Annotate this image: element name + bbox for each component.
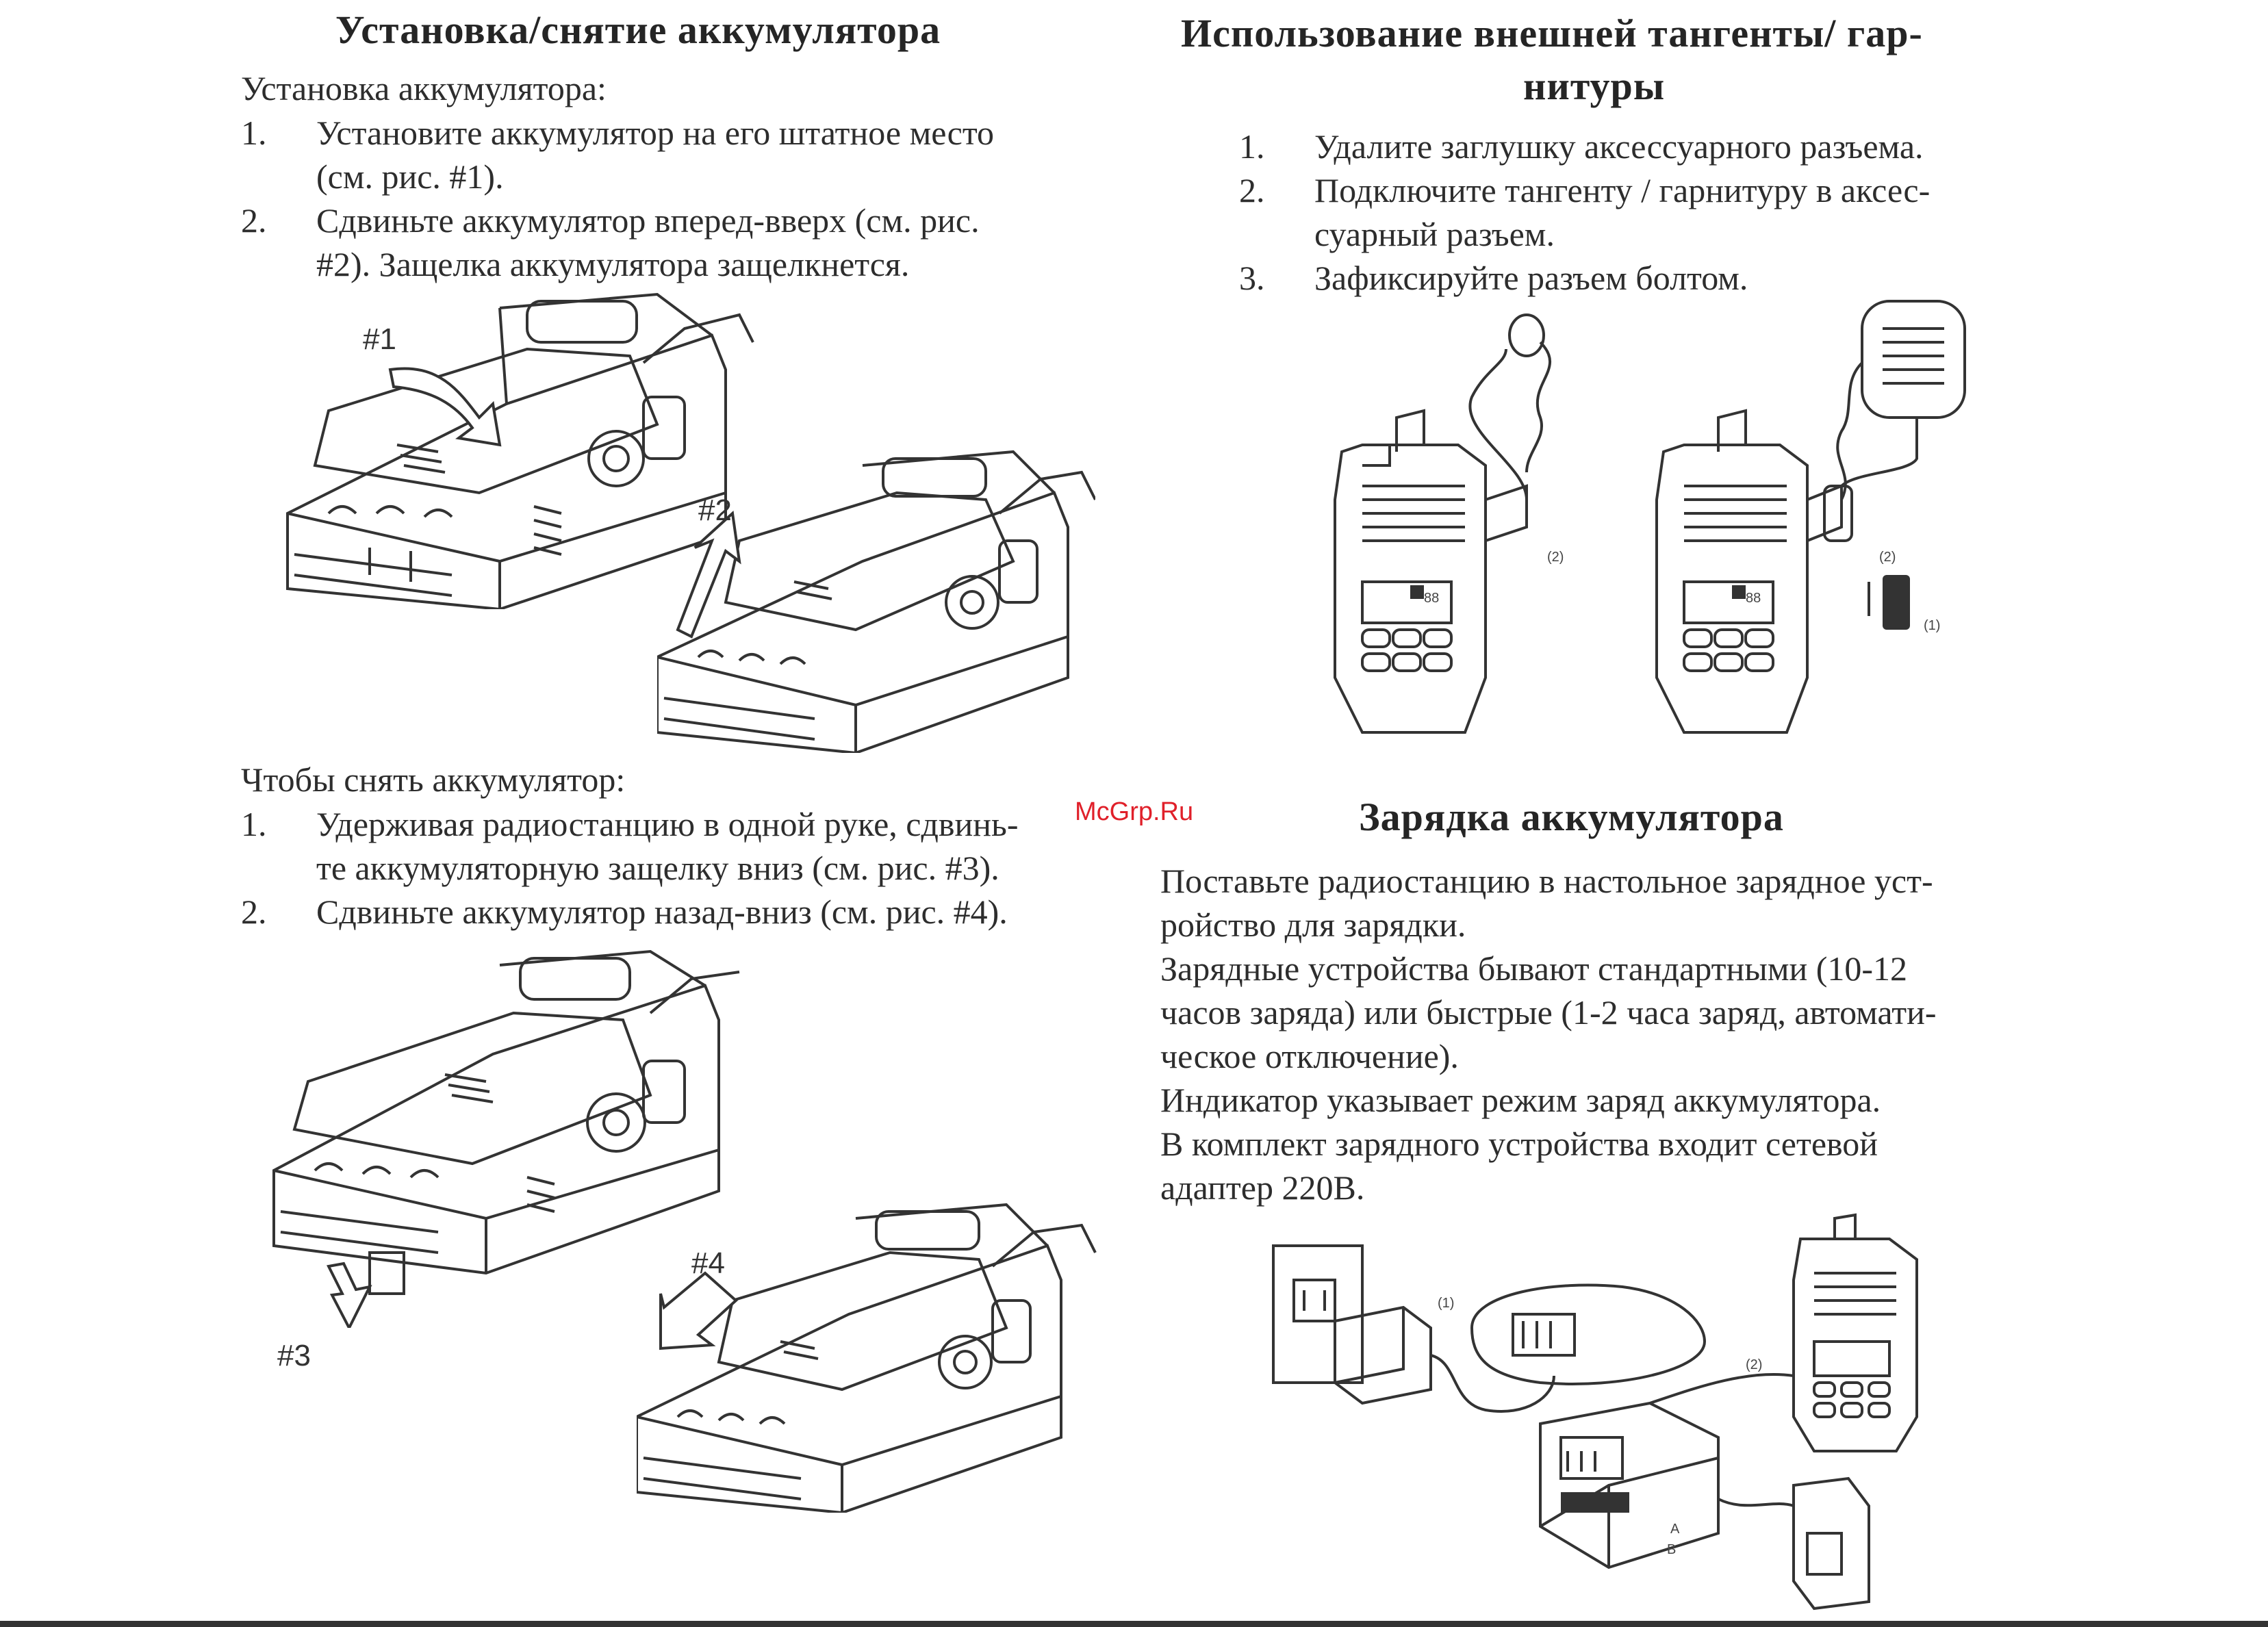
svg-text:B: B [1667,1542,1676,1557]
paragraph-line: адаптер 220В. [1160,1168,1365,1207]
paragraph-line: ройство для зарядки. [1160,906,1466,944]
radio-battery-figure-1 [286,292,754,609]
svg-text:88: 88 [1424,591,1439,606]
paragraph-line: Зарядные устройства бывают стандартными … [1160,949,1908,988]
radio-battery-figure-2 [657,450,1095,753]
radio-battery-figure-3 [272,949,740,1328]
step-text-line: Подключите тангенту / гарнитуру в аксес- [1314,171,1931,209]
remove-heading: Чтобы снять аккумулятор: [241,760,626,799]
paragraph-line: Индикатор указывает режим заряд аккумуля… [1160,1081,1881,1119]
step-text-line: суарный разъем. [1314,215,1555,253]
watermark: McGrp.Ru [1075,797,1194,826]
step-text-line: те аккумуляторную защелку вниз (см. рис.… [316,849,999,887]
step-text-line: Сдвиньте аккумулятор назад-вниз (см. рис… [316,893,1008,931]
step-text-line: #2). Защелка аккумулятора защелкнется. [316,245,910,283]
figure-label-1: #1 [363,322,396,356]
svg-text:#1: #1 [363,322,396,356]
step-text-line: Сдвиньте аккумулятор вперед-вверх (см. р… [316,201,980,240]
step-number: 2. [241,893,267,931]
svg-text:(2): (2) [1547,550,1564,565]
svg-text:88: 88 [1746,591,1761,606]
svg-text:(2): (2) [1746,1357,1762,1372]
headset-connection-figure: 88 88 (2) (2) (1) [1334,300,1966,734]
svg-text:#2: #2 [698,494,732,527]
svg-text:(1): (1) [1438,1296,1454,1311]
figure-label-2: #2 [698,494,732,527]
install-heading: Установка аккумулятора: [241,69,607,107]
bottom-rule [0,1621,2268,1627]
step-text-line: Удерживая радиостанцию в одной руке, сдв… [316,805,1019,843]
step-text-line: Установите аккумулятор на его штатное ме… [316,114,995,152]
paragraph-line: часов заряда) или быстрые (1-2 часа заря… [1160,993,1937,1032]
section-title-battery: Установка/снятие аккумулятора [335,8,941,52]
step-number: 2. [1239,171,1265,209]
step-text-line: Зафиксируйте разъем болтом. [1314,259,1748,297]
paragraph-line: В комплект зарядного устройства входит с… [1160,1125,1878,1163]
svg-text:(1): (1) [1924,618,1940,633]
svg-text:#4: #4 [691,1246,725,1280]
step-text-line: Удалите заглушку аксессуарного разъема. [1314,127,1924,166]
step-number: 2. [241,201,267,240]
step-text-line: (см. рис. #1). [316,157,504,196]
svg-text:A: A [1670,1522,1680,1537]
section-title-headset: Использование внешней тангенты/ гар- [1181,11,1923,55]
step-number: 3. [1239,259,1265,297]
step-number: 1. [1239,127,1265,166]
step-number: 1. [241,805,267,843]
svg-text:#3: #3 [277,1339,311,1372]
paragraph-line: ческое отключение). [1160,1037,1459,1075]
charger-figure: (1) (2) A B [1272,1213,1918,1611]
radio-battery-figure-4 [637,1203,1097,1513]
paragraph-line: Поставьте радиостанцию в настольное заря… [1160,862,1933,900]
section-title-charging: Зарядка аккумулятора [1359,795,1784,839]
svg-text:(2): (2) [1879,550,1896,565]
step-number: 1. [241,114,267,152]
section-title-headset-cont: нитуры [1523,64,1666,108]
figure-label-3: #3 [277,1339,311,1372]
figure-label-4: #4 [691,1246,725,1280]
